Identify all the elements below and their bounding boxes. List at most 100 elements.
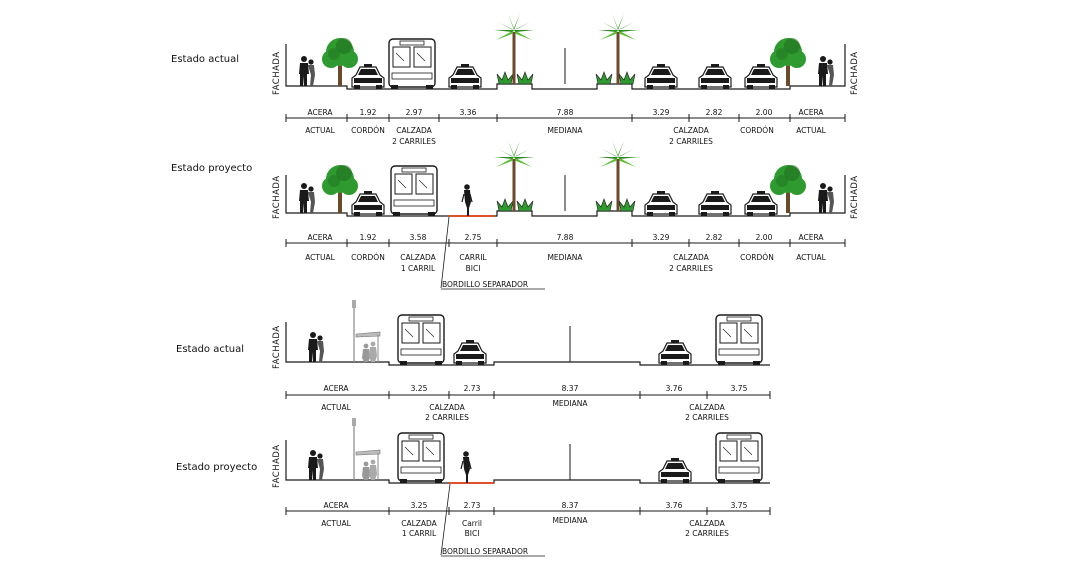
section-4-bus-icon — [715, 432, 763, 484]
section-4-dim-value: 3.25 — [411, 501, 428, 510]
section-1-dim-value: 3.36 — [460, 108, 477, 117]
section-4-label: 2 CARRILES — [685, 529, 729, 538]
section-4-label: MEDIANA — [552, 516, 588, 525]
section-2-dim-value: 1.92 — [360, 233, 377, 242]
section-1-car-icon — [644, 63, 678, 90]
section-4-label: BICI — [465, 529, 480, 538]
section-2-dim-value: 3.58 — [410, 233, 427, 242]
section-1-dimension-ticks — [285, 114, 846, 122]
section-4-fachada-left: FACHADA — [272, 444, 282, 488]
section-3-dimension-ticks — [285, 391, 771, 399]
section-3-car-icon — [453, 339, 487, 366]
section-4-dim-value: 8.37 — [562, 501, 579, 510]
section-2-fachada-left: FACHADA — [272, 175, 282, 219]
section-4-label: 1 CARRIL — [402, 529, 437, 538]
section-4-label: ACTUAL — [321, 519, 351, 528]
section-2-label: CARRIL — [459, 253, 487, 262]
section-2: Estado proyecto FACHADA FACHADA A — [171, 141, 860, 290]
section-4-dim-value: 3.76 — [666, 501, 683, 510]
section-1: Estado actual FACHADA FACHADA ACERA — [171, 14, 860, 146]
section-2-dim-acera-right: ACERA — [798, 233, 824, 242]
section-3-dim-value: 2.73 — [464, 384, 481, 393]
section-1-car-icon — [448, 63, 482, 90]
section-2-palm-icon — [494, 141, 534, 211]
section-3-label: CALZADA — [429, 403, 465, 412]
section-2-shrub-icon — [496, 198, 514, 212]
section-1-label: 2 CARRILES — [392, 137, 436, 146]
section-2-pedestrian-icon — [818, 183, 834, 213]
section-3-dim-acera: ACERA — [323, 384, 349, 393]
section-2-label: CORDÓN — [351, 253, 385, 262]
section-3-label: MEDIANA — [552, 399, 588, 408]
section-4-pedestrian-icon — [308, 450, 324, 480]
section-4-dim-value: 2.73 — [464, 501, 481, 510]
section-3-bus-icon — [397, 314, 445, 366]
section-3-dim-value: 3.76 — [666, 384, 683, 393]
section-4-bordillo-label: BORDILLO SEPARADOR — [442, 547, 528, 556]
section-1-car-icon — [351, 63, 385, 90]
section-1-shrub-icon — [618, 71, 636, 85]
section-2-car-icon — [644, 190, 678, 217]
section-2-label: CALZADA — [673, 253, 709, 262]
section-4-dimension-ticks — [285, 507, 771, 515]
section-2-dim-acera-left: ACERA — [307, 233, 333, 242]
section-2-car-icon — [351, 190, 385, 217]
section-4: Estado proyecto FACHADA ACERA 3.25 2.73 … — [176, 417, 771, 557]
section-1-car-icon — [744, 63, 778, 90]
section-2-dimension-ticks — [285, 239, 846, 247]
section-1-state-title: Estado actual — [171, 54, 239, 65]
section-1-dim-value: 3.29 — [653, 108, 670, 117]
section-2-label: CORDÓN — [740, 253, 774, 262]
section-2-shrub-icon — [516, 198, 534, 212]
section-3-bus-stop-icon — [351, 299, 381, 363]
section-1-label: ACTUAL — [305, 126, 335, 135]
section-1-label: CALZADA — [396, 126, 432, 135]
section-1-dim-value: 2.00 — [756, 108, 773, 117]
section-4-car-icon — [658, 457, 692, 484]
section-1-pedestrian-icon — [818, 56, 834, 86]
section-4-bus-icon — [397, 432, 445, 484]
section-1-shrub-icon — [516, 71, 534, 85]
section-1-dim-acera-left: ACERA — [307, 108, 333, 117]
section-2-fachada-right: FACHADA — [850, 175, 860, 219]
section-3-label: 2 CARRILES — [685, 413, 729, 422]
section-4-label: Carril — [462, 519, 482, 528]
section-3-dim-value: 3.25 — [411, 384, 428, 393]
section-1-label: MEDIANA — [547, 126, 583, 135]
section-1-dim-value: 2.82 — [706, 108, 723, 117]
section-2-state-title: Estado proyecto — [171, 163, 252, 174]
section-3-pedestrian-icon — [308, 332, 324, 362]
section-3-label: 2 CARRILES — [425, 413, 469, 422]
section-2-ground-profile — [285, 175, 846, 217]
section-2-separator-leader — [440, 216, 450, 289]
section-1-fachada-left: FACHADA — [272, 51, 282, 95]
section-3-dim-value: 3.75 — [731, 384, 748, 393]
section-3-ground-profile — [285, 322, 770, 366]
section-4-ground-profile — [285, 440, 770, 484]
section-1-dim-value: 7.88 — [557, 108, 574, 117]
section-2-dim-value: 2.82 — [706, 233, 723, 242]
section-4-separator-leader — [440, 483, 451, 556]
section-2-label: MEDIANA — [547, 253, 583, 262]
section-1-dim-value: 1.92 — [360, 108, 377, 117]
section-1-bus-icon — [388, 38, 436, 90]
section-2-label: CALZADA — [400, 253, 436, 262]
section-1-shrub-icon — [595, 71, 613, 85]
section-1-palm-icon — [494, 14, 534, 84]
section-2-label: ACTUAL — [305, 253, 335, 262]
section-3: Estado actual FACHADA ACERA 3.25 2.73 8.… — [176, 299, 771, 422]
section-1-shrub-icon — [496, 71, 514, 85]
section-2-label: 2 CARRILES — [669, 264, 713, 273]
section-2-pedestrian-icon — [299, 183, 315, 213]
section-2-dim-value: 7.88 — [557, 233, 574, 242]
section-3-state-title: Estado actual — [176, 344, 244, 355]
section-2-cyclist-icon — [461, 183, 473, 217]
section-1-label: CORDÓN — [351, 126, 385, 135]
section-1-dim-value: 2.97 — [406, 108, 423, 117]
section-3-fachada-left: FACHADA — [272, 325, 282, 369]
section-2-car-icon — [744, 190, 778, 217]
section-3-label: ACTUAL — [321, 403, 351, 412]
section-2-label: 1 CARRIL — [401, 264, 436, 273]
